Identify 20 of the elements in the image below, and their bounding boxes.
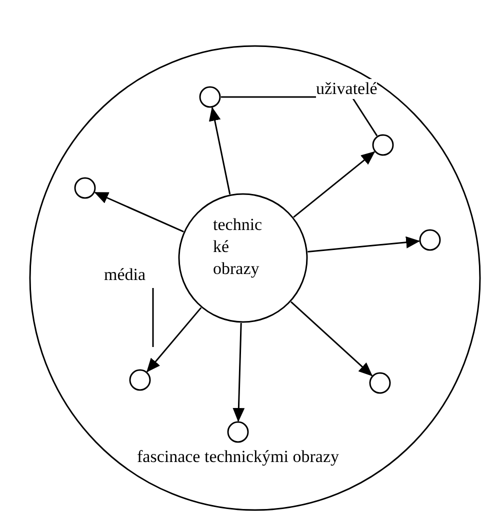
- node-label: média: [104, 264, 154, 286]
- leader-line: [152, 288, 154, 347]
- circle-node: [227, 421, 249, 443]
- arrow: [293, 151, 376, 218]
- boundary-circle: [29, 45, 481, 511]
- circle-node: [419, 229, 441, 251]
- circle-node: [129, 369, 151, 391]
- edge-label: uživatelé: [316, 79, 378, 99]
- circle-node: [369, 372, 391, 394]
- circle-node: [199, 86, 221, 108]
- arrow: [290, 301, 373, 376]
- arrow: [146, 307, 202, 372]
- circle-node: [372, 134, 394, 156]
- arrow: [94, 192, 184, 232]
- arrow: [308, 236, 420, 253]
- concept-circle: technic ké obrazy: [178, 193, 308, 323]
- note-text: fascinace technickými obrazy: [137, 447, 340, 467]
- arrow: [208, 106, 231, 194]
- circle-node: [74, 177, 96, 199]
- arrow: [232, 322, 245, 422]
